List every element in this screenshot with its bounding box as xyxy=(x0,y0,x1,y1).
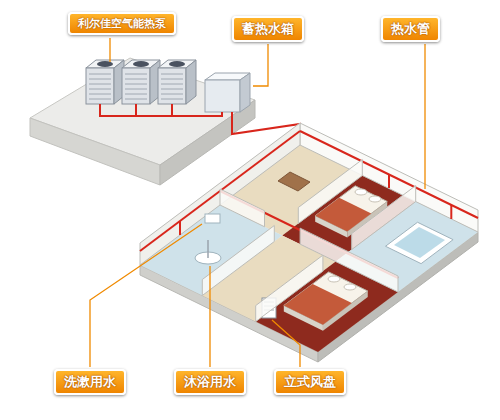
pillow xyxy=(344,284,356,290)
wall xyxy=(352,186,416,250)
leader-line xyxy=(424,44,425,189)
roof-block xyxy=(30,58,255,185)
leader-line xyxy=(272,320,300,367)
bathtub-water xyxy=(394,227,445,258)
heat-pump xyxy=(86,60,124,104)
pillow xyxy=(355,189,367,195)
tank-side xyxy=(240,73,250,112)
callout-text: 利尔佳空气能热泵 xyxy=(78,17,166,30)
callout-text: 洗漱用水 xyxy=(64,374,116,390)
callout-text: 热水管 xyxy=(391,21,430,37)
wall xyxy=(202,226,274,296)
grille xyxy=(161,74,183,99)
pipe xyxy=(179,221,181,235)
callout-text: 立式风盘 xyxy=(284,374,336,390)
shower-head xyxy=(207,240,209,258)
unit-side xyxy=(186,60,196,104)
pillow xyxy=(369,196,381,202)
leader-line xyxy=(253,44,268,86)
pipe xyxy=(140,131,300,251)
hot-water-pipes xyxy=(140,131,478,278)
storage-tank xyxy=(205,73,250,112)
wall xyxy=(140,123,300,265)
heat-pump xyxy=(122,60,160,104)
unit-front xyxy=(158,68,186,104)
callout-box: 沐浴用水 xyxy=(174,369,246,395)
walls xyxy=(202,160,415,322)
callout-box: 洗漱用水 xyxy=(54,369,126,395)
callout-text: 沐浴用水 xyxy=(184,374,236,390)
hot-water-pipes xyxy=(100,104,300,134)
leader-lines xyxy=(90,38,425,367)
wall xyxy=(256,255,323,321)
floor-plan xyxy=(140,145,478,362)
pipe xyxy=(100,104,222,116)
callout-box: 蓄热水箱 xyxy=(232,16,304,42)
callout-box: 热水管 xyxy=(381,16,440,42)
pipe xyxy=(388,175,390,189)
fan xyxy=(133,61,149,67)
callout-box: 立式风盘 xyxy=(274,369,346,395)
unit-front xyxy=(86,68,114,104)
callout-box: 利尔佳空气能热泵 xyxy=(68,12,176,35)
callout-text: 蓄热水箱 xyxy=(242,21,294,37)
slab-top xyxy=(140,145,478,352)
roof-side xyxy=(30,118,160,185)
pipe xyxy=(135,104,137,116)
leader-line xyxy=(109,38,110,62)
grille xyxy=(125,74,147,99)
leader-line xyxy=(209,266,210,367)
grille xyxy=(89,74,111,99)
wall xyxy=(298,160,362,224)
table xyxy=(278,172,310,191)
leader-line xyxy=(90,224,202,367)
unit-front xyxy=(122,68,150,104)
wall xyxy=(220,189,265,227)
sink xyxy=(205,214,220,223)
pipe xyxy=(300,131,478,218)
fan xyxy=(169,61,185,67)
heat-pump xyxy=(158,60,196,104)
pipe xyxy=(450,205,452,219)
wall xyxy=(300,228,398,292)
tank-front xyxy=(205,80,240,112)
heat-pump-units xyxy=(86,60,196,104)
pipe xyxy=(171,104,173,116)
bathtub xyxy=(386,222,454,263)
pillow xyxy=(328,276,340,282)
